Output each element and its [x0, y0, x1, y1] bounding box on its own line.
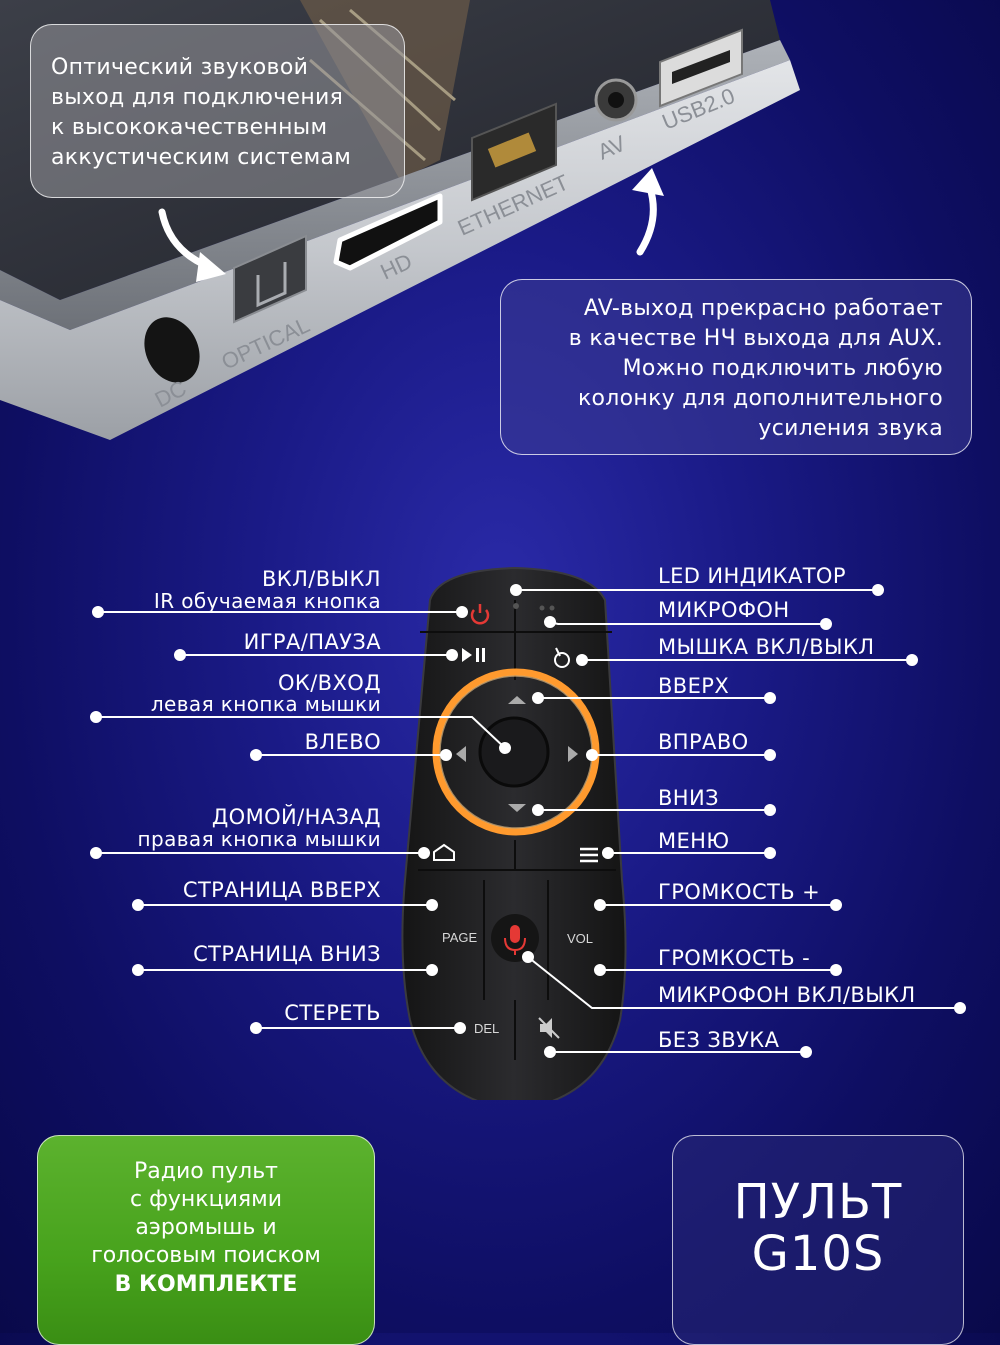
label-page-up: СТРАНИЦА ВВЕРХ — [182, 878, 381, 902]
av-note-line: в качестве НЧ выхода для AUX. — [568, 326, 943, 351]
dpad-left-button[interactable] — [456, 746, 466, 762]
optical-output-note: Оптический звуковой выход для подключени… — [30, 24, 405, 198]
label-delete: СТЕРЕТЬ — [284, 1001, 381, 1025]
label-ir-learn: IR обучаемая кнопка — [153, 589, 381, 613]
label-right: ВПРАВО — [658, 730, 749, 754]
right-callouts — [510, 584, 966, 1058]
play-pause-button[interactable] — [462, 648, 485, 662]
optical-note-line: к высококачественным — [51, 115, 328, 140]
optical-note-line: выход для подключения — [51, 85, 344, 110]
model-box: ПУЛЬТ G10S — [672, 1135, 964, 1345]
optical-note-line: Оптический звуковой — [51, 55, 309, 80]
label-ok-sub: левая кнопка мышки — [150, 692, 381, 716]
label-menu: МЕНЮ — [658, 829, 730, 853]
label-led: LED ИНДИКАТОР — [658, 564, 846, 588]
arrow-head-av-icon — [632, 168, 664, 196]
model-line1: ПУЛЬТ — [733, 1174, 903, 1230]
label-mouse: МЫШКА ВКЛ/ВЫКЛ — [658, 635, 875, 659]
arrow-to-av-icon — [636, 184, 657, 256]
mute-button[interactable] — [538, 1017, 560, 1039]
led-indicator — [513, 603, 519, 609]
label-home: ДОМОЙ/НАЗАД — [211, 805, 381, 829]
promo-line: голосовым поиском — [91, 1243, 321, 1268]
page-button[interactable]: PAGE — [442, 930, 477, 945]
menu-button[interactable] — [580, 847, 598, 863]
microphone-hole — [539, 605, 545, 611]
label-page-down: СТРАНИЦА ВНИЗ — [193, 942, 381, 966]
device-side-panel — [0, 60, 800, 440]
label-down: ВНИЗ — [658, 786, 719, 810]
promo-line: Радио пульт — [134, 1159, 278, 1184]
dpad-down-button[interactable] — [508, 804, 526, 812]
promo-line: с функциями — [130, 1187, 282, 1212]
label-mute: БЕЗ ЗВУКА — [658, 1028, 780, 1052]
vol-button[interactable]: VOL — [567, 931, 593, 946]
av-note-line: Можно подключить любую — [622, 356, 943, 381]
left-callouts — [90, 606, 511, 1034]
optical-note-line: аккустическим системам — [51, 145, 352, 170]
power-button[interactable] — [470, 604, 490, 625]
promo-box: Радио пульт с функциями аэромышь и голос… — [37, 1135, 375, 1345]
ok-button[interactable] — [478, 716, 550, 788]
promo-highlight: В КОМПЛЕКТЕ — [114, 1272, 298, 1297]
av-note-line: колонку для дополнительного — [577, 386, 943, 411]
av-note-line: AV-выход прекрасно работает — [583, 296, 943, 321]
label-ok: ОК/ВХОД — [277, 671, 381, 695]
label-up: ВВЕРХ — [658, 674, 730, 698]
dpad-up-button[interactable] — [508, 696, 526, 704]
label-vol-down: ГРОМКОСТЬ - — [658, 946, 811, 970]
label-vol-up: ГРОМКОСТЬ + — [658, 880, 821, 904]
mic-icon — [510, 925, 520, 943]
label-left: ВЛЕВО — [304, 730, 381, 754]
model-line2: G10S — [751, 1226, 885, 1282]
usb-port: USB2.0 — [659, 28, 743, 135]
av-output-note: AV-выход прекрасно работает в качестве Н… — [500, 279, 972, 455]
mouse-toggle-button[interactable] — [554, 647, 570, 668]
arrow-head-optical-icon — [196, 252, 226, 282]
dpad-right-button[interactable] — [568, 746, 578, 762]
av-note-line: усиления звука — [758, 416, 943, 441]
delete-button[interactable]: DEL — [474, 1021, 499, 1036]
promo-line: аэромышь и — [135, 1215, 277, 1240]
remote-diagram: PAGE VOL DEL — [90, 566, 966, 1100]
label-mic-toggle: МИКРОФОН ВКЛ/ВЫКЛ — [658, 983, 916, 1007]
label-mic: МИКРОФОН — [658, 598, 790, 622]
label-power: ВКЛ/ВЫКЛ — [261, 567, 381, 591]
home-button[interactable] — [433, 843, 455, 861]
label-play-pause: ИГРА/ПАУЗА — [243, 630, 381, 654]
label-home-sub: правая кнопка мышки — [137, 827, 381, 851]
